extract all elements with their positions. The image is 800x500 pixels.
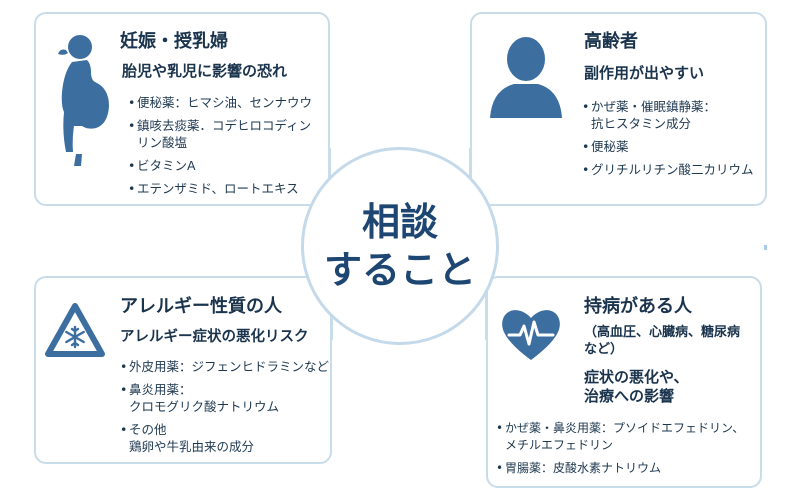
list-item: かぜ薬・催眠鎮静薬： 抗ヒスタミン成分 [582, 98, 754, 132]
elderly-title: 高齢者 [584, 31, 638, 52]
chronic-title: 持病がある人 [584, 296, 692, 317]
heart-pulse-icon [502, 310, 560, 360]
snowflake-warning-icon [45, 303, 105, 357]
chronic-subtitle-effect: 症状の悪化や、 治療への影響 [584, 368, 689, 405]
elderly-subtitle: 副作用が出やすい [584, 64, 705, 82]
allergy-subtitle: アレルギー症状の悪化リスク [120, 329, 309, 345]
chronic-subtitle: （高血圧、心臓病、糖尿病 など） [584, 325, 741, 357]
list-item: かぜ薬・鼻炎用薬：プソイドエフェドリン、 メチルエフェドリン [496, 420, 744, 454]
list-item: グリチルリチン酸二カリウム [582, 161, 754, 178]
allergy-list: 外皮用薬：ジフェンヒドラミンなど 鼻炎用薬： クロモグリク酸ナトリウム その他 … [120, 358, 329, 461]
pregnancy-subtitle: 胎児や乳児に影響の恐れ [122, 62, 288, 80]
list-item: 便秘薬 [582, 138, 754, 155]
list-item: ビタミンA [128, 157, 312, 174]
center-title-line1: 相談 [361, 200, 438, 244]
list-item: エテンザミド、ロートエキス [128, 180, 312, 197]
pregnancy-title: 妊娠・授乳婦 [120, 31, 228, 52]
list-item: 鎮咳去痰薬．コデヒロコディン リン酸塩 [128, 117, 312, 151]
list-item: 便秘薬：ヒマシ油、センナウウ [128, 94, 312, 111]
allergy-title: アレルギー性質の人 [120, 296, 282, 317]
list-item: 胃腸薬：皮酸水素ナトリウム [496, 460, 744, 477]
person-icon [490, 37, 562, 118]
chronic-list: かぜ薬・鼻炎用薬：プソイドエフェドリン、 メチルエフェドリン 胃腸薬：皮酸水素ナ… [496, 420, 744, 483]
chronic-card: 持病がある人 （高血圧、心臓病、糖尿病 など） 症状の悪化や、 治療への影響 か… [486, 276, 762, 488]
center-circle: 相談 すること [301, 147, 499, 345]
allergy-card: アレルギー性質の人 アレルギー症状の悪化リスク 外皮用薬：ジフェンヒドラミンなど… [34, 276, 332, 464]
pregnant-woman-icon [58, 35, 109, 166]
list-item: 外皮用薬：ジフェンヒドラミンなど [120, 358, 329, 375]
center-title-line2: すること [323, 248, 476, 292]
list-item: その他 鶏卵や牛乳由来の成分 [120, 421, 329, 455]
decorative-mark [764, 245, 767, 250]
elderly-list: かぜ薬・催眠鎮静薬： 抗ヒスタミン成分 便秘薬 グリチルリチン酸二カリウム [582, 98, 754, 184]
pregnancy-list: 便秘薬：ヒマシ油、センナウウ 鎮咳去痰薬．コデヒロコディン リン酸塩 ビタミンA… [128, 94, 312, 203]
list-item: 鼻炎用薬： クロモグリク酸ナトリウム [120, 381, 329, 415]
pregnancy-card: 妊娠・授乳婦 胎児や乳児に影響の恐れ 便秘薬：ヒマシ油、センナウウ 鎮咳去痰薬．… [34, 12, 330, 206]
elderly-card: 高齢者 副作用が出やすい かぜ薬・催眠鎮静薬： 抗ヒスタミン成分 便秘薬 グリチ… [470, 12, 767, 206]
